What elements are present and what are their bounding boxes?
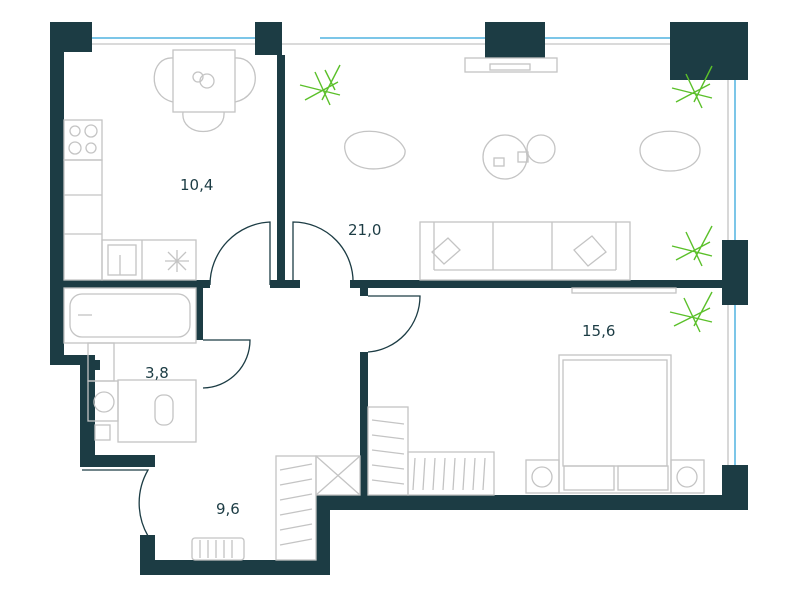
windows xyxy=(92,37,736,465)
bathroom-fixtures xyxy=(63,287,197,443)
plant-icon xyxy=(299,64,713,333)
living-furniture xyxy=(344,57,701,281)
bathroom-area-label: 3,8 xyxy=(145,364,169,382)
hall-furniture xyxy=(191,455,361,561)
living-room-area-label: 21,0 xyxy=(348,221,382,239)
bedroom-area-label: 15,6 xyxy=(582,322,616,340)
bedroom-furniture xyxy=(367,287,705,496)
hallway-area-label: 9,6 xyxy=(216,500,240,518)
walls xyxy=(50,22,748,575)
kitchen-area-label: 10,4 xyxy=(180,176,214,194)
doors xyxy=(82,221,421,537)
kitchen-furniture xyxy=(63,49,256,281)
